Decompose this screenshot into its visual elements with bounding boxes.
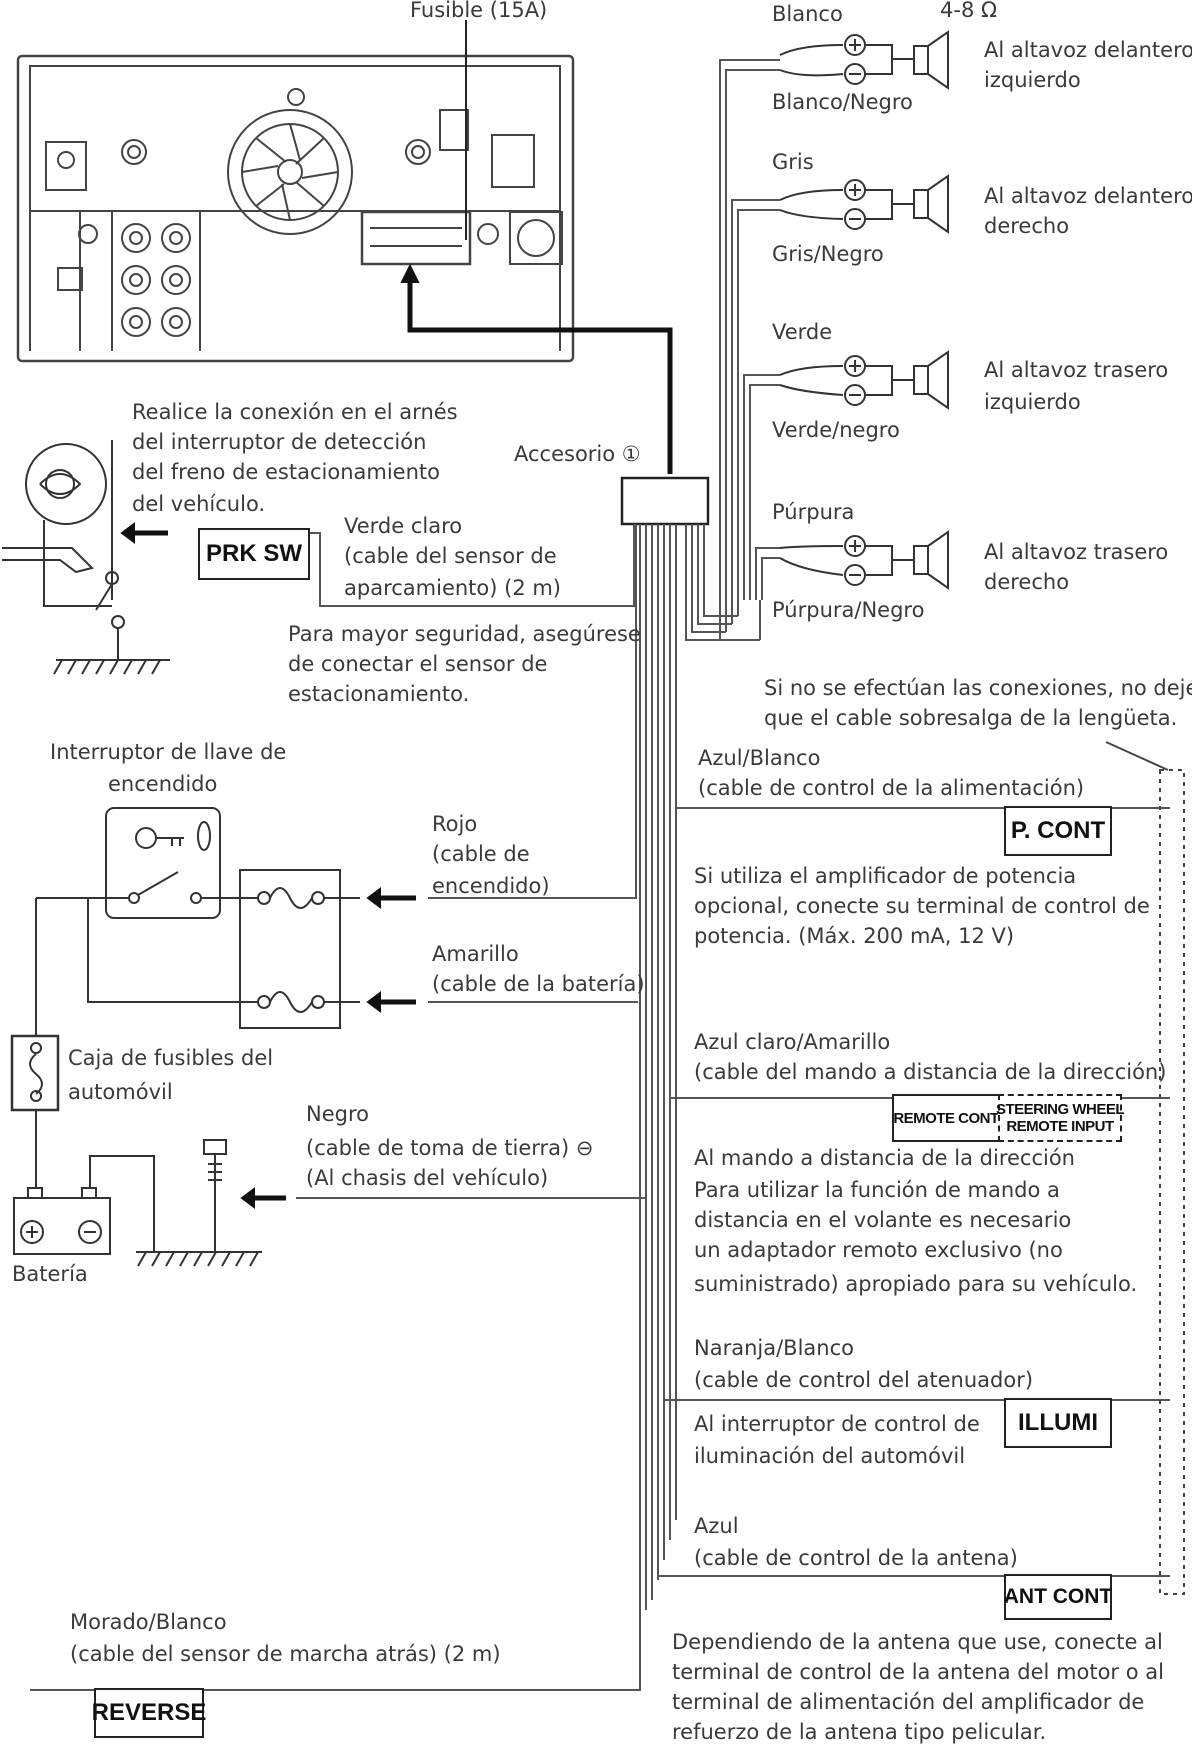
speaker-fr-dest-2: derecho — [984, 214, 1070, 238]
tab-note-2: que el cable sobresalga de la lengüeta. — [764, 706, 1178, 730]
impedance-label: 4-8 Ω — [940, 0, 998, 22]
illumi-note-1: Al interruptor de control de — [694, 1412, 980, 1436]
ground-2: (cable de toma de tierra) ⊖ — [306, 1136, 594, 1160]
steering-note-2: Para utilizar la función de mando a — [694, 1178, 1060, 1202]
pcont-note-3: potencia. (Máx. 200 mA, 12 V) — [694, 924, 1015, 948]
steering-note-3: distancia en el volante es necesario — [694, 1208, 1072, 1232]
speaker-symbols — [779, 30, 949, 590]
illumi-wire-2: (cable de control del atenuador) — [694, 1368, 1034, 1392]
inline-fuses — [239, 869, 360, 1029]
antcont-note-1: Dependiendo de la antena que use, conect… — [672, 1630, 1163, 1654]
speaker-rl-dest: Al altavoz trasero — [984, 358, 1169, 382]
speaker-fl-dest: Al altavoz delantero — [984, 38, 1192, 62]
red-wire-2: (cable de — [432, 842, 530, 866]
parking-wire-1: Verde claro — [344, 514, 463, 538]
safety-note-3: estacionamiento. — [288, 682, 470, 706]
speaker-rl-minus-color: Verde/negro — [772, 418, 900, 442]
speaker-rr-minus-color: Púrpura/Negro — [772, 598, 925, 622]
ground-1: Negro — [306, 1102, 369, 1126]
rca-jacks — [121, 223, 191, 337]
parking-wire-2: (cable del sensor de — [344, 544, 557, 568]
car-fuse-box — [10, 898, 60, 1188]
steering-wheel-input-label: STEERING WHEEL REMOTE INPUT — [996, 1094, 1125, 1142]
battery-label: Batería — [12, 1262, 88, 1286]
ignition-title-2: encendido — [108, 772, 218, 796]
speaker-rr-dest: Al altavoz trasero — [984, 540, 1169, 564]
speaker-rr-plus-color: Púrpura — [772, 500, 855, 524]
ignition-title-1: Interruptor de llave de — [50, 740, 287, 764]
steering-wheel-line-1: STEERING WHEEL — [996, 1101, 1125, 1118]
accessory-label: Accesorio ① — [514, 442, 641, 466]
antcont-wire-2: (cable de control de la antena) — [694, 1546, 1018, 1570]
head-unit-rear — [16, 54, 575, 363]
ant-cont-label: ANT CONT — [1004, 1574, 1112, 1620]
ground-3: (Al chasis del vehículo) — [306, 1166, 549, 1190]
parking-note-4: del vehículo. — [132, 492, 266, 516]
parking-wire-3: aparcamiento) (2 m) — [344, 576, 562, 600]
steering-note-5: suministrado) apropiado para su vehículo… — [694, 1272, 1138, 1296]
red-wire-3: encendido) — [432, 874, 550, 898]
ignition-switch — [36, 807, 240, 1003]
tab-dashed-outline — [1159, 769, 1185, 1595]
illumi-wire-1: Naranja/Blanco — [694, 1336, 854, 1360]
speaker-rl-dest-2: izquierdo — [984, 390, 1081, 414]
antcont-note-4: refuerzo de la antena tipo pelicular. — [672, 1720, 1047, 1744]
pcont-note-2: opcional, conecte su terminal de control… — [694, 894, 1150, 918]
speaker-fr-dest: Al altavoz delantero — [984, 184, 1192, 208]
fuse-label: Fusible (15A) — [410, 0, 548, 22]
speaker-fr-minus-color: Gris/Negro — [772, 242, 884, 266]
antcont-note-2: terminal de control de la antena del mot… — [672, 1660, 1164, 1684]
illumi-note-2: iluminación del automóvil — [694, 1444, 966, 1468]
speaker-rl-plus-color: Verde — [772, 320, 833, 344]
red-wire-1: Rojo — [432, 812, 478, 836]
prk-sw-label: PRK SW — [198, 528, 310, 580]
parking-brake-sketch — [2, 440, 170, 675]
accessory-connector — [620, 476, 710, 526]
pcont-wire-1: Azul/Blanco — [698, 746, 821, 770]
parking-note-3: del freno de estacionamiento — [132, 460, 440, 484]
speaker-fl-dest-2: izquierdo — [984, 68, 1081, 92]
safety-note-2: de conectar el sensor de — [288, 652, 548, 676]
p-cont-label: P. CONT — [1004, 806, 1112, 856]
tab-note-1: Si no se efectúan las conexiones, no dej… — [764, 676, 1192, 700]
yellow-wire-1: Amarillo — [432, 942, 519, 966]
reverse-wire-2: (cable del sensor de marcha atrás) (2 m) — [70, 1642, 501, 1666]
speaker-rr-dest-2: derecho — [984, 570, 1070, 594]
pcont-wire-2: (cable de control de la alimentación) — [698, 776, 1085, 800]
fuse-box-1: Caja de fusibles del — [68, 1046, 274, 1070]
speaker-fl-plus-color: Blanco — [772, 2, 843, 26]
parking-note-1: Realice la conexión en el arnés — [132, 400, 458, 424]
steering-note-4: un adaptador remoto exclusivo (no — [694, 1238, 1063, 1262]
steering-wire-2: (cable del mando a distancia de la direc… — [694, 1060, 1167, 1084]
reverse-wire-1: Morado/Blanco — [70, 1610, 227, 1634]
fuse-box-2: automóvil — [68, 1080, 173, 1104]
reverse-label: REVERSE — [92, 1688, 206, 1738]
pcont-note-1: Si utiliza el amplificador de potencia — [694, 864, 1077, 888]
speaker-fr-plus-color: Gris — [772, 150, 814, 174]
yellow-wire-2: (cable de la batería) — [432, 972, 645, 996]
safety-note-1: Para mayor seguridad, asegúrese — [288, 622, 641, 646]
battery — [13, 1139, 262, 1267]
speaker-fl-minus-color: Blanco/Negro — [772, 90, 913, 114]
remote-cont-label: REMOTE CONT — [892, 1094, 1000, 1142]
antcont-note-3: terminal de alimentación del amplificado… — [672, 1690, 1145, 1714]
steering-wire-1: Azul claro/Amarillo — [694, 1030, 891, 1054]
illumi-label: ILLUMI — [1004, 1398, 1112, 1448]
steering-note-1: Al mando a distancia de la dirección — [694, 1146, 1075, 1170]
parking-note-2: del interruptor de detección — [132, 430, 427, 454]
steering-wheel-line-2: REMOTE INPUT — [1006, 1118, 1114, 1135]
antcont-wire-1: Azul — [694, 1514, 739, 1538]
